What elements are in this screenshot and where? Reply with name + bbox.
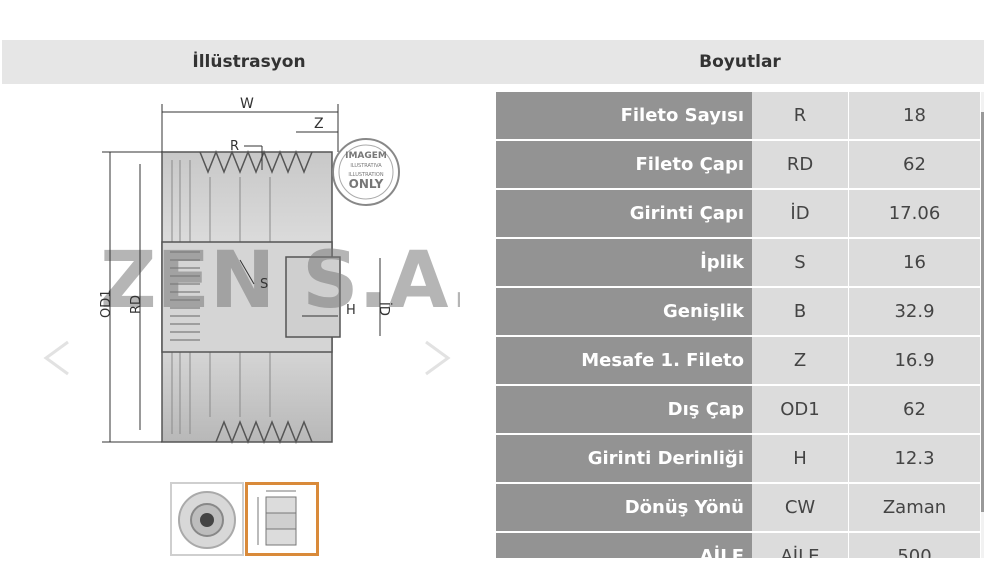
chevron-left-icon[interactable] [40, 338, 80, 378]
label-id: İD [376, 302, 392, 316]
spec-row: Dönüş Yönü CW Zaman [496, 484, 980, 531]
spec-symbol: B [752, 288, 848, 335]
spec-row: Genişlik B 32.9 [496, 288, 980, 335]
spec-symbol: OD1 [752, 386, 848, 433]
spec-symbol: CW [752, 484, 848, 531]
stamp-line-4: ONLY [349, 177, 384, 191]
thumbnail-drawing[interactable] [245, 482, 319, 556]
spec-value: Zaman [849, 484, 980, 531]
spec-label: Fileto Çapı [496, 141, 752, 188]
spec-symbol: R [752, 92, 848, 139]
illustration-only-stamp: IMAGEM ILUSTRATIVA ILLUSTRATION ONLY [332, 138, 400, 206]
spec-label: Mesafe 1. Fileto [496, 337, 752, 384]
spec-value: 17.06 [849, 190, 980, 237]
label-w: W [240, 96, 254, 112]
stamp-line-3: ILLUSTRATION [348, 172, 383, 178]
stamp-line-1: IMAGEM [345, 151, 387, 161]
spec-label: Dönüş Yönü [496, 484, 752, 531]
stamp-line-2: ILUSTRATIVA [350, 163, 382, 169]
spec-symbol: Z [752, 337, 848, 384]
illustration-header: İllüstrasyon [192, 52, 306, 72]
spec-label: Dış Çap [496, 386, 752, 433]
label-r: R [230, 139, 239, 154]
label-z: Z [314, 116, 324, 132]
spec-label: Genişlik [496, 288, 752, 335]
label-od1: OD1 [99, 289, 114, 318]
spec-row: Fileto Çapı RD 62 [496, 141, 980, 188]
spec-row: Mesafe 1. Fileto Z 16.9 [496, 337, 980, 384]
spec-value: 62 [849, 386, 980, 433]
spec-label: AİLE [496, 533, 752, 558]
spec-row: İplik S 16 [496, 239, 980, 286]
dimensions-header: Boyutlar [699, 52, 781, 72]
thumbnail-photo[interactable] [170, 482, 244, 556]
spec-label: İplik [496, 239, 752, 286]
spec-row: Fileto Sayısı R 18 [496, 92, 980, 139]
label-h: H [346, 303, 356, 318]
spec-symbol: AİLE [752, 533, 848, 558]
spec-value: 16.9 [849, 337, 980, 384]
spec-symbol: RD [752, 141, 848, 188]
section-header-bar [2, 40, 984, 84]
spec-row: Girinti Derinliği H 12.3 [496, 435, 980, 482]
specs-table: Fileto Sayısı R 18 Fileto Çapı RD 62 Gir… [496, 92, 980, 558]
spec-value: 16 [849, 239, 980, 286]
spec-value: 12.3 [849, 435, 980, 482]
spec-label: Girinti Derinliği [496, 435, 752, 482]
spec-symbol: S [752, 239, 848, 286]
pulley-photo-image [178, 491, 236, 549]
spec-symbol: İD [752, 190, 848, 237]
pulley-drawing-image [257, 490, 297, 546]
pulley-technical-drawing: ZEN S.A. W Z R S H İD OD1 RD IMAGEM ILUS… [99, 96, 460, 445]
chevron-right-icon[interactable] [414, 338, 454, 378]
spec-value: 500 [849, 533, 980, 558]
spec-label: Fileto Sayısı [496, 92, 752, 139]
spec-value: 62 [849, 141, 980, 188]
spec-row: Dış Çap OD1 62 [496, 386, 980, 433]
watermark-text: ZEN S.A. [100, 236, 460, 326]
scrollbar-thumb[interactable] [981, 112, 984, 512]
label-rd: RD [129, 295, 144, 314]
spec-row: Girinti Çapı İD 17.06 [496, 190, 980, 237]
spec-symbol: H [752, 435, 848, 482]
spec-label: Girinti Çapı [496, 190, 752, 237]
spec-value: 18 [849, 92, 980, 139]
spec-value: 32.9 [849, 288, 980, 335]
spec-row: AİLE AİLE 500 [496, 533, 980, 558]
label-s: S [260, 277, 268, 292]
